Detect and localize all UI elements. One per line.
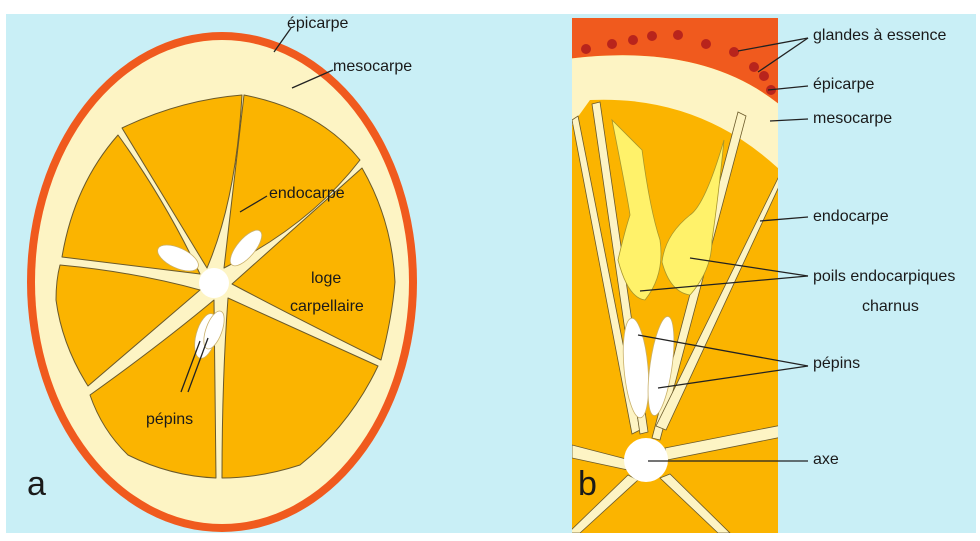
panel-letter-b: b [578, 466, 597, 502]
label-b-glandes: glandes à essence [813, 27, 946, 45]
label-a-loge-line2: carpellaire [290, 298, 364, 316]
label-b-poils-line1: poils endocarpiques [813, 268, 955, 286]
panel-b-sector [560, 18, 782, 533]
label-a-loge-line1: loge [311, 270, 341, 288]
label-a-mesocarpe: mesocarpe [333, 58, 412, 76]
panel-a-cross-section [27, 28, 417, 532]
label-b-pepins: pépins [813, 355, 860, 373]
central-axis-b [624, 438, 668, 482]
label-b-poils-line2: charnus [862, 298, 919, 316]
label-a-pepins: pépins [146, 411, 193, 429]
label-b-epicarpe: épicarpe [813, 76, 874, 94]
panel-letter-a: a [27, 466, 46, 502]
label-a-epicarpe: épicarpe [287, 15, 348, 33]
label-a-endocarpe: endocarpe [269, 185, 345, 203]
label-b-mesocarpe: mesocarpe [813, 110, 892, 128]
central-axis-a [199, 268, 229, 298]
label-b-endocarpe: endocarpe [813, 208, 889, 226]
label-b-axe: axe [813, 451, 839, 469]
